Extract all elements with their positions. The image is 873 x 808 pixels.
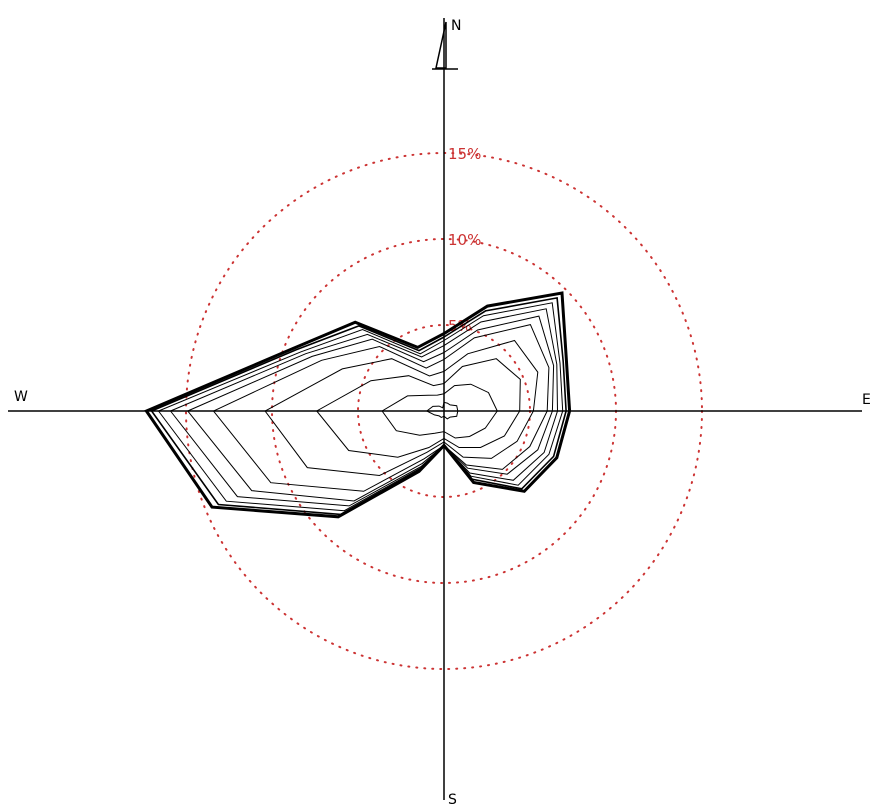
contour-8 [157,302,564,512]
ring-label-15: 15% [448,145,481,163]
contour-10 [144,291,572,519]
contour-7 [169,308,559,507]
contour-1 [425,401,459,420]
contour-3 [315,358,521,458]
frequency-contours [144,291,572,519]
north-label: N [451,18,461,34]
contour-4 [264,339,539,477]
ring-label-10: 10% [448,231,481,249]
east-label: E [862,392,871,408]
north-arrow-icon [432,21,458,70]
compass-axes [8,18,862,800]
west-label: W [14,389,28,405]
contour-5 [212,324,550,492]
south-label: S [448,792,457,808]
contour-2 [381,383,498,439]
